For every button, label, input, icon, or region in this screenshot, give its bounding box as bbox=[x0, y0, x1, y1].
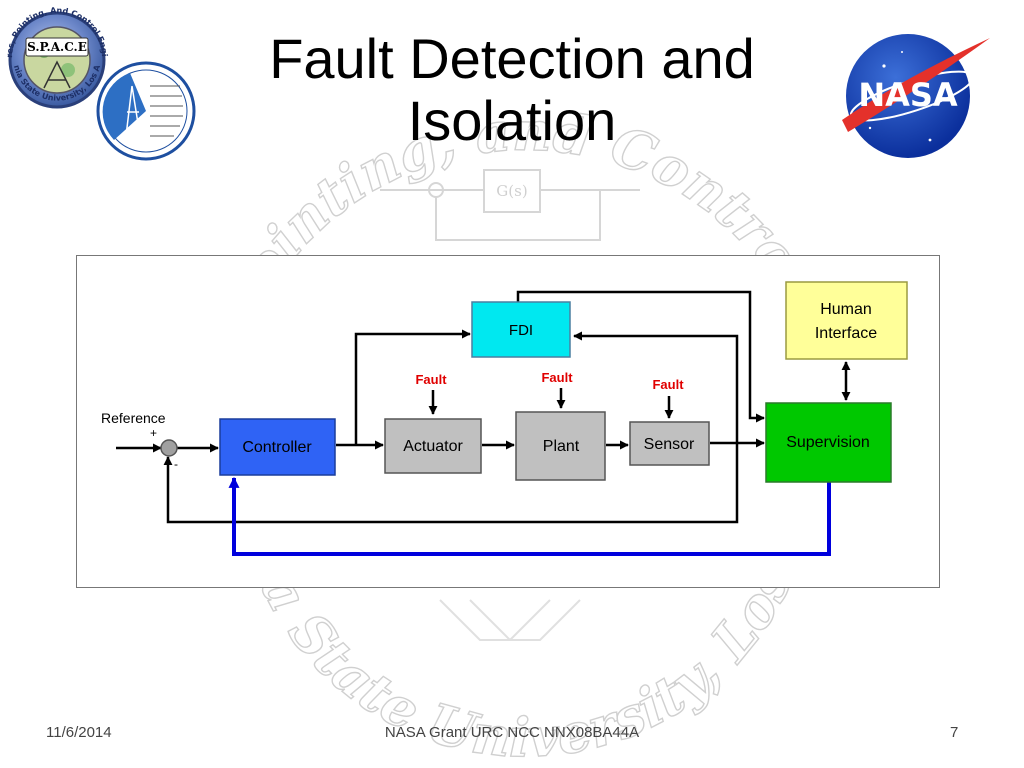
footer-grant: NASA Grant URC NCC NNX08BA44A bbox=[384, 724, 640, 741]
signal-lines bbox=[116, 290, 851, 524]
actuator-block: Actuator bbox=[384, 418, 482, 474]
human-interface-label-line-2: Interface bbox=[815, 325, 877, 342]
supervision-feedback-arrow bbox=[228, 476, 831, 556]
slide-title: Fault Detection and Isolation bbox=[200, 28, 824, 152]
controller-block: Controller bbox=[219, 418, 336, 476]
human-interface-block: Human Interface bbox=[785, 281, 908, 360]
sensor-label: Sensor bbox=[644, 436, 695, 453]
nasa-logo-text: NASA bbox=[858, 76, 958, 114]
fault-label-plant: Fault bbox=[541, 370, 573, 385]
plant-label: Plant bbox=[543, 438, 580, 455]
space-logo-center-text: S.P.A.C.E bbox=[27, 40, 87, 54]
sensor-to-fdi-arrow bbox=[573, 331, 739, 443]
footer-page-number: 7 bbox=[950, 724, 959, 741]
sensor-block: Sensor bbox=[629, 421, 710, 466]
watermark-transfer-function: G(s) bbox=[496, 182, 527, 200]
controller-to-fdi-arrow bbox=[354, 329, 471, 445]
supervision-block: Supervision bbox=[765, 402, 892, 483]
actuator-label: Actuator bbox=[403, 438, 463, 455]
plant-block: Plant bbox=[515, 411, 606, 481]
slide-title-line-1: Fault Detection and bbox=[269, 27, 755, 90]
fdi-block: FDI bbox=[471, 301, 571, 358]
fdi-label: FDI bbox=[509, 322, 533, 339]
fdi-to-supervision-arrow bbox=[516, 290, 765, 423]
human-interface-label-line-1: Human bbox=[820, 301, 872, 318]
reference-label: Reference bbox=[101, 410, 166, 426]
fault-label-sensor: Fault bbox=[652, 377, 684, 392]
watermark-block-sketch bbox=[380, 169, 640, 241]
watermark-antenna-sketch bbox=[439, 599, 581, 641]
supervision-label: Supervision bbox=[786, 434, 870, 451]
controller-label: Controller bbox=[242, 439, 312, 456]
fault-label-actuator: Fault bbox=[415, 372, 447, 387]
minus-sign: - bbox=[174, 457, 178, 471]
footer-date: 11/6/2014 bbox=[46, 724, 112, 741]
feedback-to-summing-arrow bbox=[163, 443, 739, 524]
nasa-logo: NASA bbox=[842, 34, 990, 158]
summing-junction bbox=[160, 439, 178, 457]
department-seal-logo bbox=[96, 61, 196, 161]
plus-sign: + bbox=[150, 426, 157, 440]
slide-title-line-2: Isolation bbox=[407, 89, 617, 152]
